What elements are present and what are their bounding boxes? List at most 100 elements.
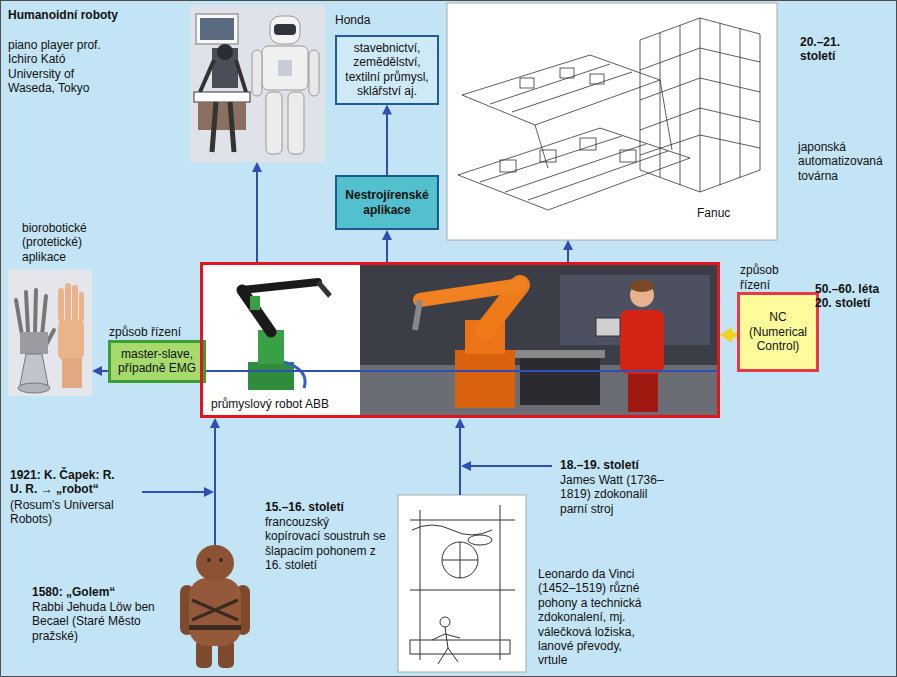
arrow-head: [455, 418, 465, 428]
robot-frame: průmyslový robot ABB: [200, 262, 720, 418]
arrow-head: [210, 418, 220, 428]
prosthesis-photo: [58, 320, 84, 360]
factory-drawing: [700, 135, 760, 148]
capek-arrow: [142, 487, 214, 497]
humanoid-photo: [236, 60, 246, 92]
box-text: stavebnictví, zemědělství, textilní prům…: [341, 41, 433, 99]
robot-photos: [596, 318, 620, 336]
robot-photos: [520, 355, 600, 405]
leonardo-sketch: [398, 495, 526, 672]
era-label: 1921: K. Čapek: R. U. R. → „robot“: [10, 468, 118, 497]
humanoid-photo: [196, 14, 238, 44]
prosthesis-photo: [35, 290, 36, 332]
golem-figure: [207, 558, 211, 562]
robot-photos: [242, 290, 271, 332]
factory-drawing: [700, 48, 760, 62]
humanoid-photo: [200, 18, 234, 40]
factory-drawing: [640, 48, 700, 70]
label-holder: James Watt (1736–1819) zdokonalil parní …: [560, 473, 665, 516]
humanoid-photo: [198, 102, 246, 130]
leonardo-sketch: [410, 520, 515, 521]
caption-holder: Rabbi Jehuda Löw ben Becael (Staré Město…: [32, 600, 167, 643]
robot-photos: [250, 296, 260, 310]
leonardo-sketch: [432, 634, 445, 640]
label-holder: 18.–19. století: [560, 458, 710, 472]
box-text: NC (Numerical Control): [744, 310, 812, 353]
robot-photos: [203, 265, 717, 415]
caption-holder: Fanuc: [695, 206, 732, 220]
prosthesis-photo: [42, 296, 46, 335]
robot-photos: [415, 300, 420, 330]
leonardo-sketch: [500, 505, 501, 660]
robot-photos: [515, 350, 605, 358]
connector-arrow: [92, 366, 108, 376]
robot-photos: [318, 282, 330, 296]
watt-arrow: [470, 465, 552, 467]
golem-figure: 1580: „Golem“Rabbi Jehuda Löw ben Becael…: [175, 545, 255, 670]
note-text: James Watt (1736–1819) zdokonalil parní …: [560, 473, 665, 516]
leonardo-sketch: [412, 525, 492, 535]
leonardo-sketch: [420, 510, 421, 660]
prosthesis-photo: [72, 285, 78, 321]
connector-line: [214, 426, 216, 545]
robot-photos: [628, 370, 658, 412]
humanoid-photo: [262, 46, 308, 90]
golem-figure: [196, 545, 234, 581]
connector-arrow: [563, 240, 573, 262]
factory-drawing: [700, 108, 760, 122]
humanoid-photo: [217, 44, 233, 60]
leonardo-sketch: [440, 617, 450, 627]
factory-drawing: [500, 160, 516, 172]
connector-arrow: [382, 105, 392, 175]
robot-photos: [360, 265, 717, 415]
connector-line: [567, 248, 569, 262]
factory-drawing: [660, 80, 672, 150]
robot-photos: [630, 280, 654, 292]
factory-drawing: [640, 78, 700, 100]
leonardo-sketch: [398, 495, 526, 672]
prosthesis-photo: [20, 332, 48, 354]
humanoid-photo: [190, 5, 325, 162]
humanoid-photo: [200, 60, 214, 92]
leonardo-sketch: [438, 648, 448, 664]
robot-photos: [420, 285, 520, 300]
golem-figure: [189, 578, 241, 646]
factory-drawing: [580, 138, 596, 150]
control-box: způsob řízeníNC (Numerical Control): [737, 292, 819, 372]
arrow-head: [720, 327, 732, 343]
leonardo-sketch: Leonardo da Vinci (1452–1519) různé poho…: [398, 495, 526, 672]
leonardo-sketch: [410, 640, 510, 654]
humanoid-photo: [288, 92, 304, 154]
leonardo-sketch: [460, 542, 461, 578]
factory-drawing: [640, 18, 760, 192]
prosthesis-photo: [20, 354, 48, 385]
era-label: 15.–16. století: [265, 500, 390, 514]
label-holder: francouzský kopírovací soustruh se šlapa…: [265, 515, 387, 573]
note-text: Leonardo da Vinci (1452–1519) různé poho…: [538, 567, 650, 668]
application-box: stavebnictví, zemědělství, textilní prům…: [335, 35, 439, 105]
robot-photos: [248, 362, 294, 390]
caption-holder: průmyslový robot ABB: [209, 397, 331, 411]
humanoid-photo: [270, 16, 300, 44]
arrow-head: [252, 162, 262, 172]
humanoid-photo: [252, 50, 262, 96]
factory-drawing: [740, 28, 741, 178]
note-text: Rabbi Jehuda Löw ben Becael (Staré Město…: [32, 600, 167, 643]
caption-holder: 1580: „Golem“: [32, 585, 167, 599]
era-label: 18.–19. století: [560, 458, 710, 472]
golem-figure: [180, 545, 250, 668]
label-holder: japonská automatizovaná továrna: [798, 140, 893, 183]
connector-arrow: [720, 327, 737, 343]
caption-holder: způsob řízení: [109, 325, 199, 339]
golem-figure: [192, 600, 238, 620]
capek-arrow: [142, 491, 205, 493]
prosthesis-photo: [62, 358, 82, 388]
golem-figure: [192, 600, 238, 620]
humanoid-photo: [212, 102, 216, 152]
leonardo-sketch: [468, 535, 492, 545]
humanoid-photo: [309, 50, 319, 96]
factory-drawing: [458, 128, 690, 210]
label-holder: 50.–60. léta 20. století: [815, 282, 887, 311]
note-text: (Rosum's Universal Robots): [10, 498, 135, 527]
